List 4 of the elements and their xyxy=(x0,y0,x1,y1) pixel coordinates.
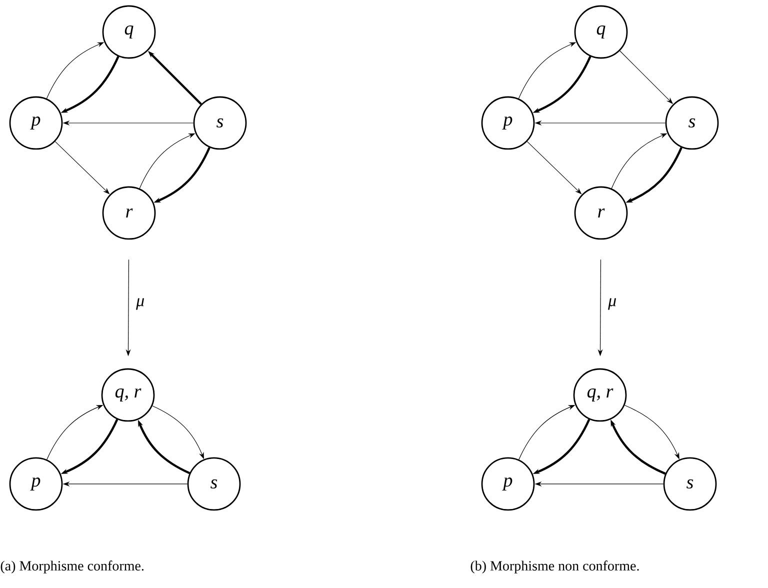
edge-label: μ xyxy=(608,298,616,310)
caption: (a) Morphisme conforme. xyxy=(0,560,144,574)
edge-label: μ xyxy=(136,298,144,310)
caption: (b) Morphisme non conforme. xyxy=(470,560,639,574)
